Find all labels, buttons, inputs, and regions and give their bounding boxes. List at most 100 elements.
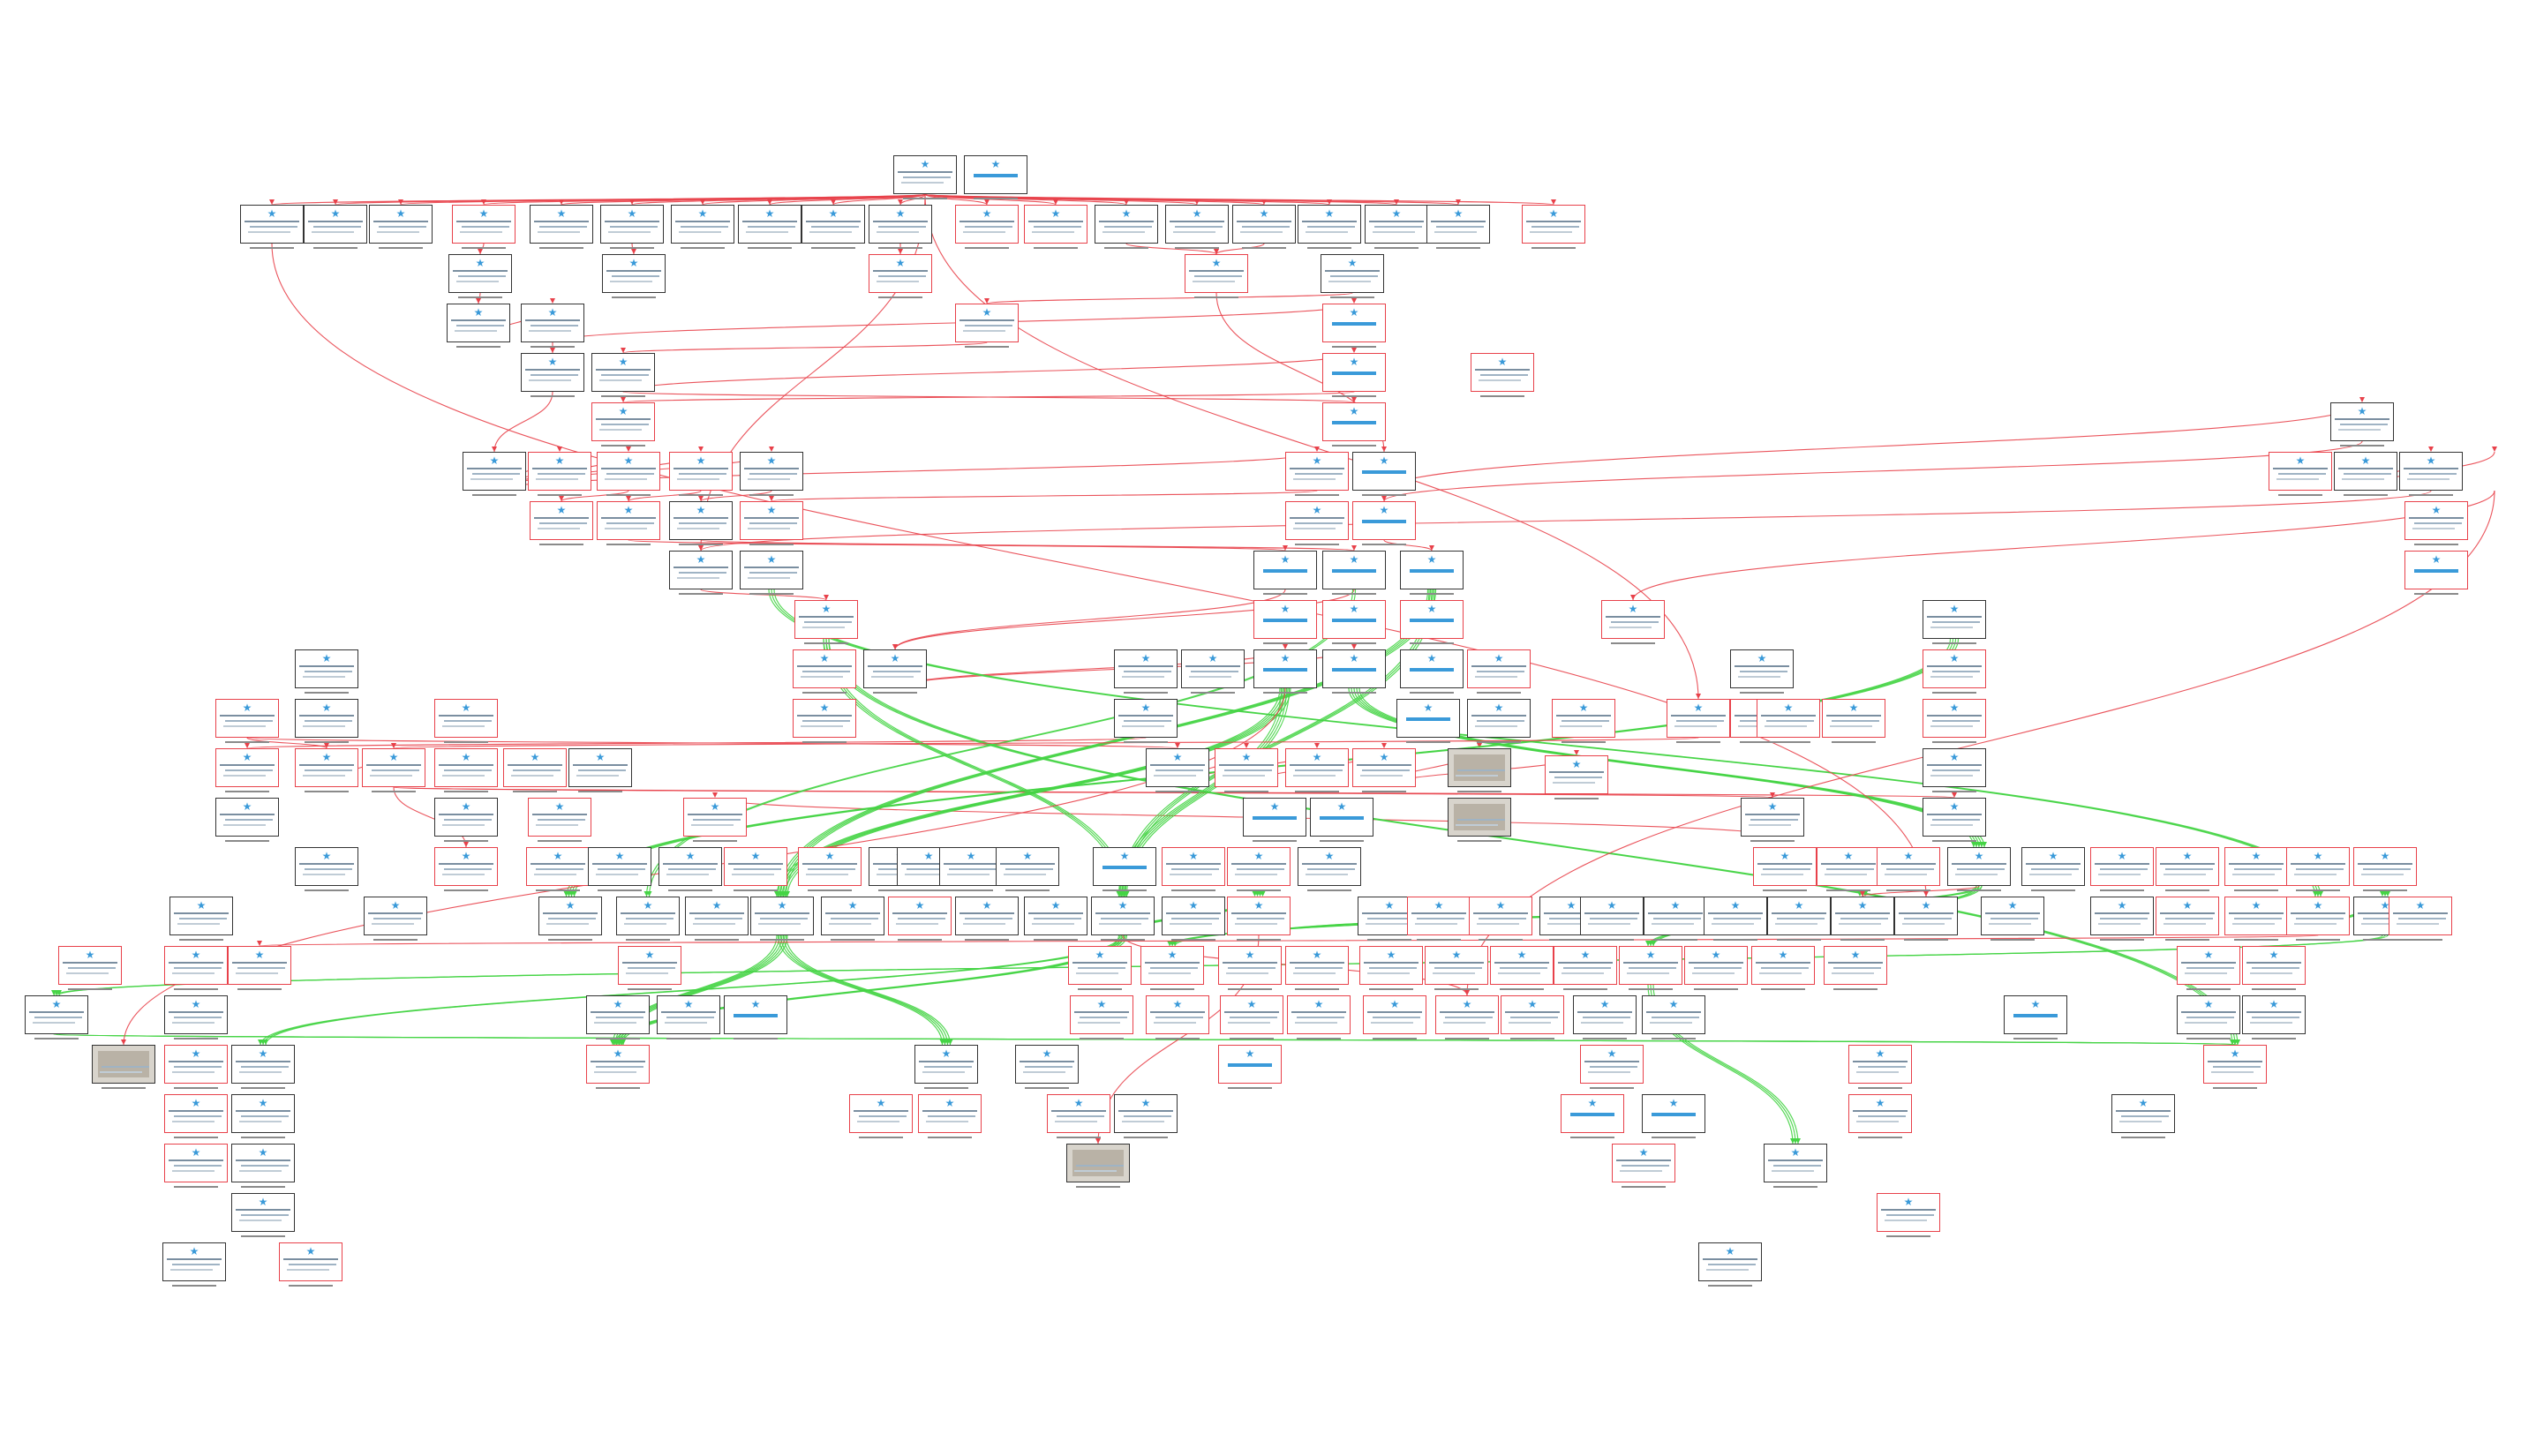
flow-node[interactable]: ★ [1070, 995, 1133, 1039]
flow-node[interactable]: ★ [215, 798, 279, 842]
flow-node[interactable]: ★ [2330, 402, 2394, 447]
flow-node[interactable]: ★ [1227, 847, 1291, 891]
flow-node[interactable]: ★ [869, 205, 932, 249]
flow-node[interactable]: ★ [863, 649, 927, 694]
flow-node[interactable]: ★ [1467, 649, 1531, 694]
flow-node[interactable]: ★ [1490, 946, 1554, 990]
flow-node[interactable]: ★ [1093, 847, 1156, 891]
flow-node[interactable]: ★ [1285, 501, 1349, 545]
flow-node[interactable]: ★ [2269, 452, 2332, 496]
flow-node[interactable]: ★ [1552, 699, 1615, 743]
flow-node[interactable]: ★ [1619, 946, 1682, 990]
flow-node[interactable]: ★ [1877, 847, 1940, 891]
flow-node[interactable]: ★ [869, 254, 932, 298]
flow-node[interactable]: ★ [600, 205, 664, 249]
flow-node[interactable] [92, 1045, 155, 1089]
flow-node[interactable]: ★ [1396, 699, 1460, 743]
flow-node[interactable]: ★ [591, 402, 655, 447]
flow-node[interactable]: ★ [1095, 205, 1158, 249]
flow-node[interactable]: ★ [801, 205, 865, 249]
flow-node[interactable]: ★ [434, 748, 498, 792]
flow-node[interactable]: ★ [1146, 748, 1209, 792]
flow-node[interactable]: ★ [671, 205, 734, 249]
flow-node[interactable]: ★ [2156, 897, 2219, 941]
flow-node[interactable]: ★ [1185, 254, 1248, 298]
flow-node[interactable]: ★ [1435, 995, 1499, 1039]
flow-node[interactable]: ★ [231, 1094, 295, 1138]
flow-node[interactable]: ★ [1146, 995, 1209, 1039]
flow-node[interactable]: ★ [2399, 452, 2463, 496]
flow-node[interactable]: ★ [1501, 995, 1564, 1039]
flow-node[interactable]: ★ [2177, 946, 2240, 990]
flow-node[interactable]: ★ [1181, 649, 1245, 694]
flow-node[interactable]: ★ [724, 995, 787, 1039]
flow-node[interactable]: ★ [1068, 946, 1132, 990]
flow-node[interactable]: ★ [1253, 600, 1317, 644]
flow-node[interactable]: ★ [750, 897, 814, 941]
flow-node[interactable]: ★ [1877, 1193, 1940, 1237]
flow-node[interactable]: ★ [996, 847, 1059, 891]
flow-node[interactable]: ★ [1923, 748, 1986, 792]
flow-node[interactable]: ★ [452, 205, 515, 249]
flow-node[interactable]: ★ [1322, 402, 1386, 447]
flow-node[interactable]: ★ [1298, 205, 1361, 249]
flow-node[interactable]: ★ [1764, 1144, 1827, 1188]
flow-node[interactable]: ★ [1285, 946, 1349, 990]
flow-node[interactable]: ★ [521, 304, 584, 348]
flow-node[interactable]: ★ [2224, 847, 2288, 891]
flow-node[interactable]: ★ [1426, 205, 1490, 249]
flow-node[interactable]: ★ [893, 155, 957, 199]
flow-node[interactable]: ★ [25, 995, 88, 1039]
flow-node[interactable]: ★ [618, 946, 681, 990]
flow-node[interactable]: ★ [740, 452, 803, 496]
flow-node[interactable]: ★ [2004, 995, 2067, 1039]
flow-node[interactable]: ★ [1352, 452, 1416, 496]
flow-node[interactable]: ★ [1218, 1045, 1282, 1089]
flow-node[interactable]: ★ [1243, 798, 1306, 842]
flow-node[interactable]: ★ [568, 748, 632, 792]
flow-node[interactable]: ★ [939, 847, 1003, 891]
flow-node[interactable]: ★ [1024, 897, 1087, 941]
flow-node[interactable]: ★ [240, 205, 304, 249]
flow-node[interactable]: ★ [888, 897, 952, 941]
flow-node[interactable]: ★ [1848, 1045, 1912, 1089]
flow-node[interactable]: ★ [521, 353, 584, 397]
flow-node[interactable]: ★ [1407, 897, 1471, 941]
flow-node[interactable]: ★ [215, 748, 279, 792]
flow-node[interactable]: ★ [597, 501, 660, 545]
flow-node[interactable]: ★ [918, 1094, 982, 1138]
flow-node[interactable]: ★ [793, 649, 856, 694]
flow-node[interactable]: ★ [616, 897, 680, 941]
flow-node[interactable]: ★ [1704, 897, 1767, 941]
flow-node[interactable]: ★ [164, 1045, 228, 1089]
flow-node[interactable]: ★ [1220, 995, 1283, 1039]
flow-node[interactable]: ★ [1644, 897, 1707, 941]
flow-node[interactable]: ★ [1580, 1045, 1644, 1089]
flow-node[interactable]: ★ [658, 847, 722, 891]
flow-node[interactable]: ★ [231, 1193, 295, 1237]
flow-node[interactable]: ★ [724, 847, 787, 891]
flow-node[interactable]: ★ [2334, 452, 2397, 496]
flow-node[interactable]: ★ [2111, 1094, 2175, 1138]
flow-node[interactable]: ★ [1824, 946, 1887, 990]
flow-node[interactable] [1066, 1144, 1130, 1188]
flow-node[interactable]: ★ [602, 254, 666, 298]
flow-node[interactable]: ★ [1114, 1094, 1178, 1138]
flow-node[interactable]: ★ [669, 452, 733, 496]
flow-node[interactable]: ★ [1981, 897, 2044, 941]
flow-node[interactable]: ★ [2156, 847, 2219, 891]
flow-node[interactable]: ★ [1400, 600, 1464, 644]
flow-node[interactable]: ★ [738, 205, 801, 249]
flow-node[interactable]: ★ [964, 155, 1027, 199]
flow-node[interactable]: ★ [1024, 205, 1087, 249]
flow-node[interactable]: ★ [1253, 551, 1317, 595]
flow-node[interactable]: ★ [2404, 501, 2468, 545]
flow-node[interactable]: ★ [1047, 1094, 1110, 1138]
flow-node[interactable]: ★ [1162, 897, 1225, 941]
flow-node[interactable]: ★ [1894, 897, 1958, 941]
flow-node[interactable]: ★ [1015, 1045, 1079, 1089]
flow-node[interactable]: ★ [364, 897, 427, 941]
flow-node[interactable]: ★ [591, 353, 655, 397]
flow-node[interactable]: ★ [1321, 254, 1384, 298]
flow-node[interactable]: ★ [669, 551, 733, 595]
